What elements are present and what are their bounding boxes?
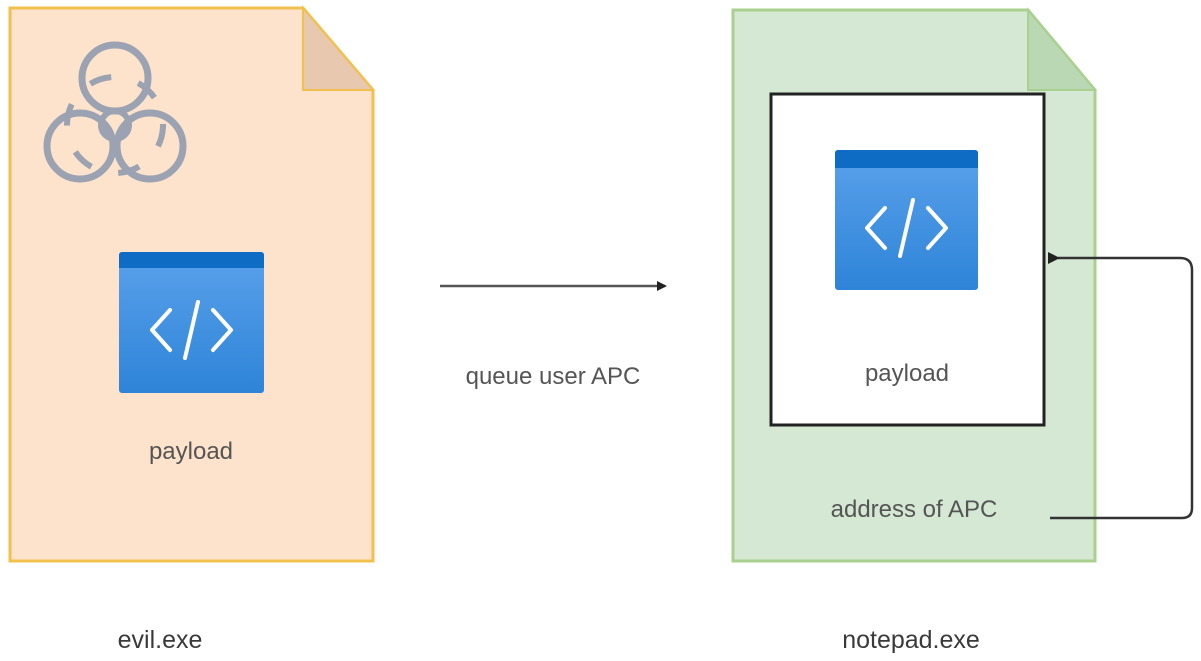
queue-apc-label: queue user APC: [465, 363, 641, 390]
code-window-icon: [835, 150, 978, 290]
left-payload-label: payload: [148, 438, 234, 465]
evil-exe-file: [8, 5, 376, 563]
biohazard-icon: [43, 41, 187, 183]
evil-exe-file-fold: [302, 5, 376, 91]
apc-address-loop-arrow: [1048, 252, 1194, 520]
apc-address-label: address of APC: [830, 496, 998, 523]
code-window-icon: [119, 252, 264, 393]
notepad-exe-file: [731, 7, 1098, 563]
right-payload-label: payload: [864, 360, 950, 387]
notepad-exe-caption: notepad.exe: [842, 626, 980, 654]
evil-exe-caption: evil.exe: [117, 626, 203, 654]
notepad-exe-file-fold: [1027, 7, 1098, 91]
